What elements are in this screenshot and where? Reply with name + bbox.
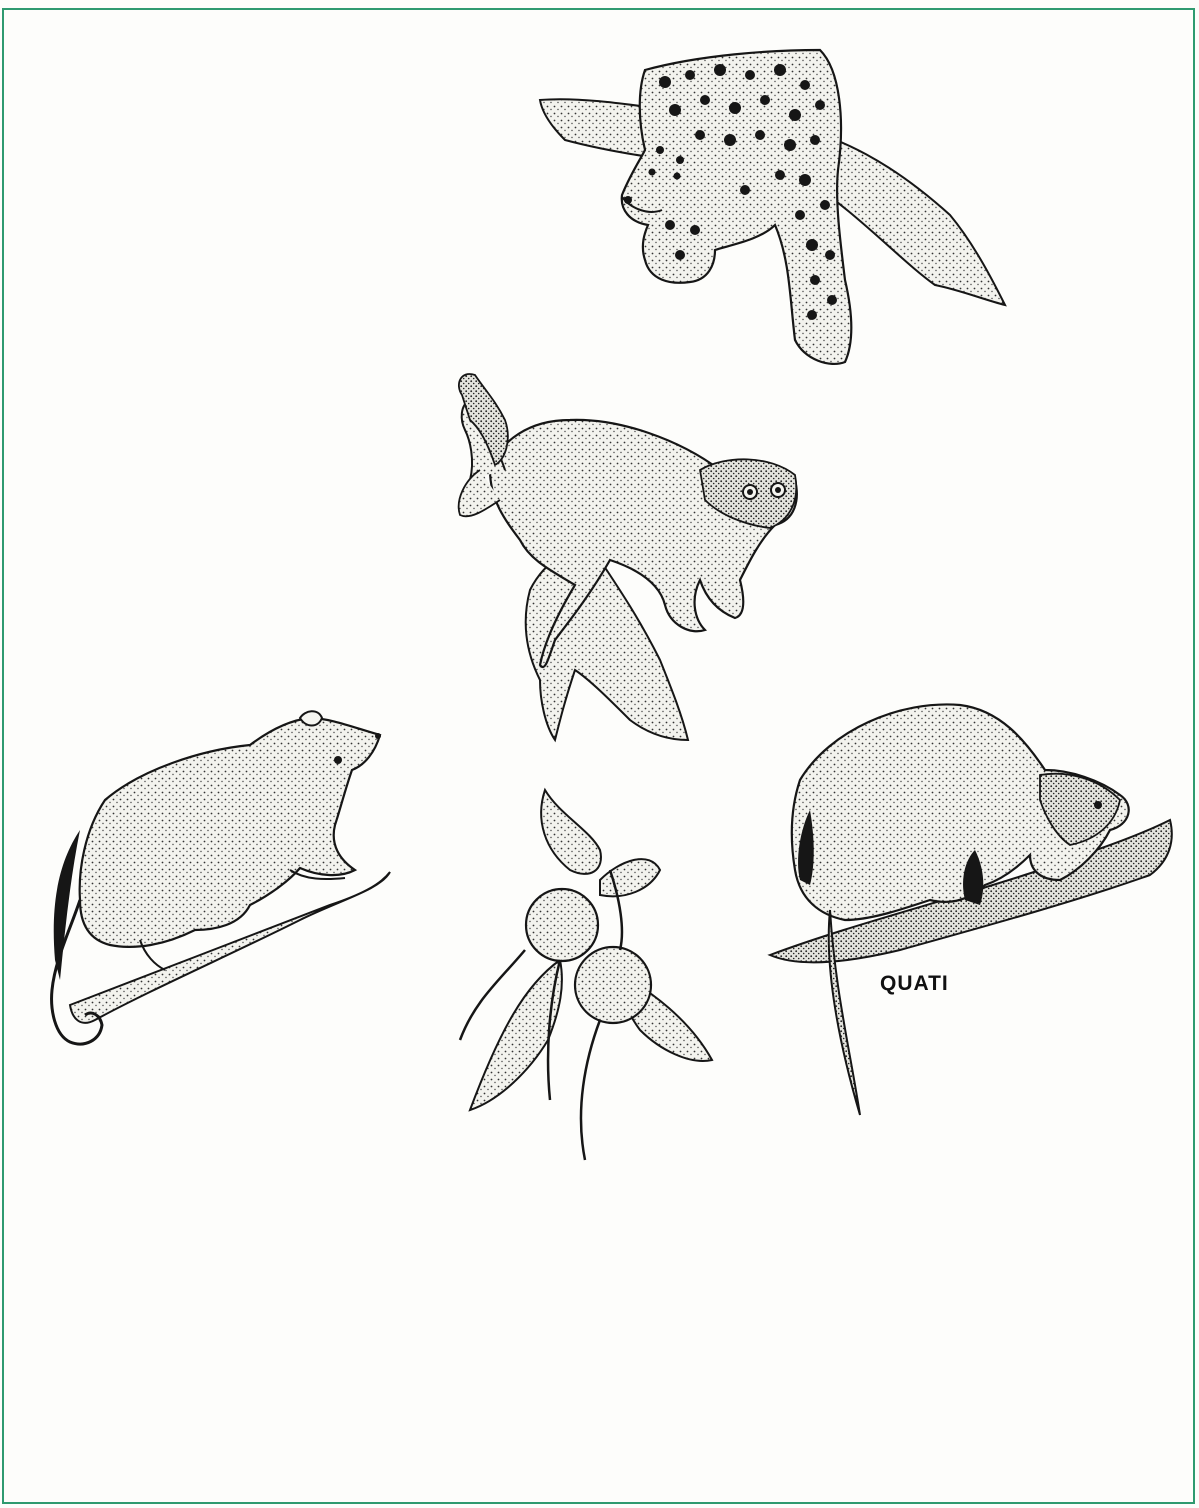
- opossum-illustration: [52, 711, 390, 1044]
- coati-illustration: [770, 704, 1172, 1115]
- monkey-illustration: [459, 374, 797, 740]
- fruit-illustration: [460, 790, 712, 1160]
- jaguar-illustration: [540, 50, 1005, 364]
- quati-label: QUATI: [880, 972, 949, 996]
